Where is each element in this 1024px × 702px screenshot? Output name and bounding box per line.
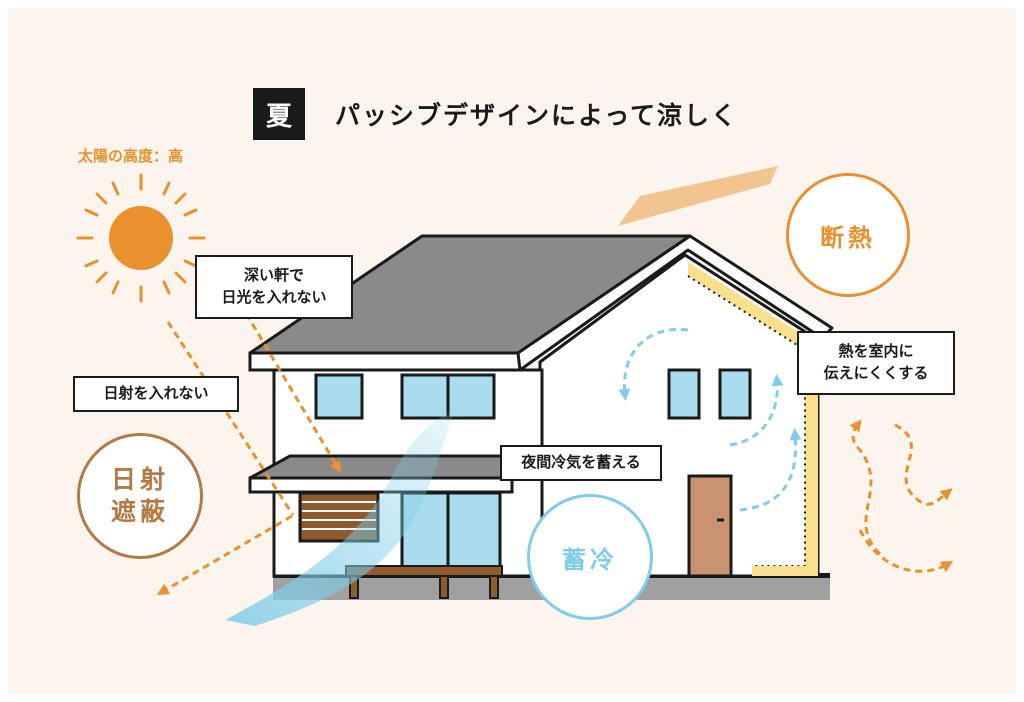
deep-eaves-label: 深い軒で 日光を入れない (195, 255, 353, 319)
sun-ray-arrow (166, 321, 295, 516)
window (446, 373, 496, 420)
window (314, 373, 364, 420)
sun-altitude-label: 太陽の高度：高 (78, 147, 184, 165)
season-badge: 夏 (253, 88, 305, 140)
insulation-layer (688, 262, 818, 576)
window (400, 373, 450, 420)
sun-ray-arrow (238, 302, 342, 474)
insulation-floor (752, 566, 818, 576)
insulation-line (687, 275, 806, 567)
heat-arrow (858, 529, 954, 573)
cool-air-arrow (618, 327, 689, 401)
reflected-ray-arrow (156, 514, 293, 596)
title-bar: 夏 パッシブデザインによって涼しく (253, 88, 738, 140)
glass-door (446, 491, 502, 575)
cool-breeze (225, 410, 455, 626)
cool-storage-badge: 蓄冷 (527, 494, 653, 620)
lower-eave-fascia (248, 476, 514, 494)
shading-badge: 日射 遮蔽 (77, 433, 203, 559)
heat-arrow (894, 423, 953, 506)
roof-fascia (248, 351, 522, 372)
window (718, 368, 752, 420)
night-air-label: 夜間冷気を蓄える (500, 445, 662, 481)
sun-icon (76, 173, 206, 303)
front-door (687, 474, 733, 578)
cool-air-arrow (739, 428, 802, 512)
page-title: パッシブデザインによって涼しく (335, 101, 739, 130)
hot-air-streak (618, 166, 778, 226)
window (667, 368, 701, 420)
insulation-description-label: 熱を室内に 伝えにくくする (797, 331, 955, 395)
heat-arrow (849, 419, 882, 556)
lower-eave (248, 454, 534, 480)
insulation-badge: 断熱 (786, 173, 910, 297)
block-sunlight-label: 日射を入れない (73, 376, 239, 412)
